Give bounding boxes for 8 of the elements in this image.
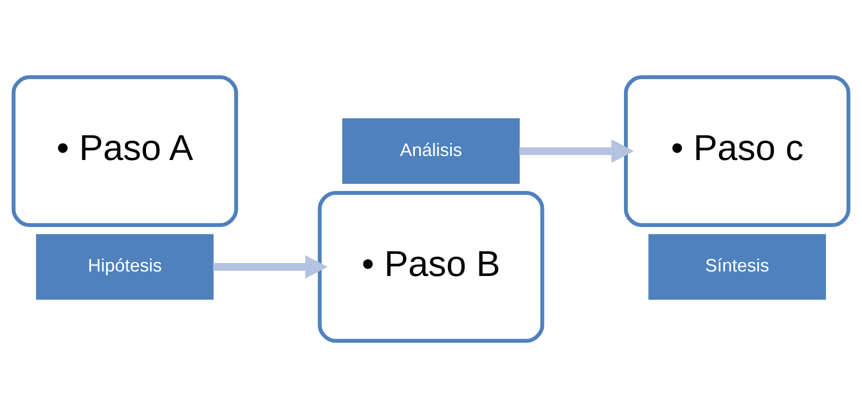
- node-box: Análisis: [342, 118, 520, 184]
- node-box: • Paso c: [624, 74, 850, 227]
- node-box: • Paso A: [12, 74, 238, 227]
- node-box: Síntesis: [648, 234, 826, 300]
- arrow: [213, 254, 328, 278]
- node-box: Hipótesis: [36, 234, 214, 300]
- arrow: [519, 138, 634, 162]
- node-box: • Paso B: [318, 190, 544, 342]
